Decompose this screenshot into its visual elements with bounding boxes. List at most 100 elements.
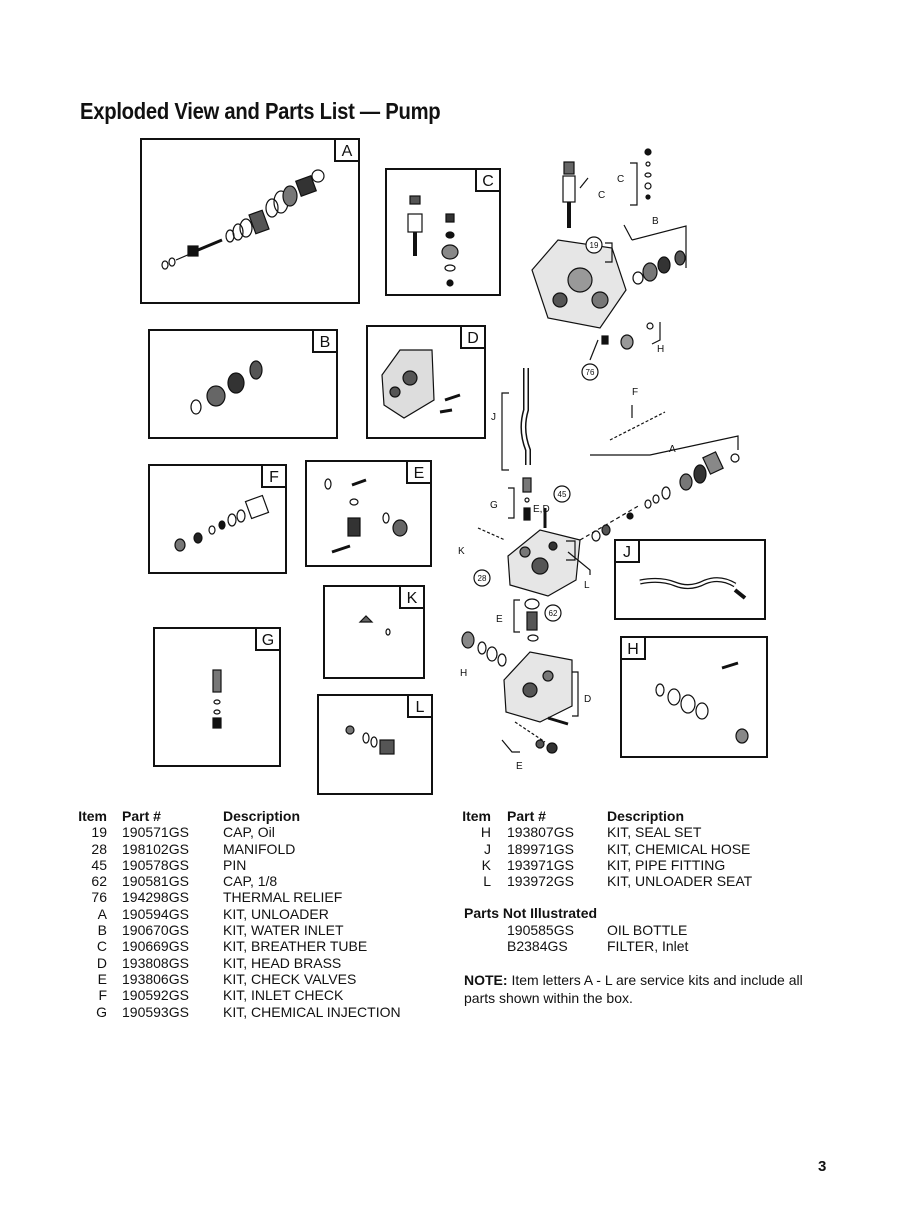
label-e-mid: E — [496, 614, 503, 625]
row-item: 76 — [91, 889, 107, 906]
row-item: C — [96, 938, 107, 955]
kit-box-j-letter: J — [614, 539, 640, 563]
note-text: Item letters A - L are service kits and … — [464, 972, 803, 1006]
callout-62: 62 — [549, 609, 558, 618]
row-part-number: 190585GS — [507, 922, 574, 938]
kit-box-e: E — [305, 460, 432, 567]
kit-c-parts — [407, 195, 459, 287]
row-item: G — [96, 1003, 107, 1020]
note: NOTE: Item letters A - L are service kit… — [464, 971, 834, 1007]
label-e-d: E,D — [533, 504, 550, 515]
kit-box-k: K — [323, 585, 425, 679]
label-h-low: H — [460, 668, 467, 679]
table-row: H 193807GS KIT, SEAL SET — [0, 824, 906, 840]
table-row: 190585GS OIL BOTTLE — [0, 922, 906, 938]
label-c-top: C — [617, 174, 624, 185]
parts-header-right: Item Part # Description — [0, 808, 906, 824]
row-description: KIT, INLET CHECK — [223, 987, 344, 1004]
row-description: KIT, WATER INLET — [223, 922, 344, 939]
row-part-number: 193972GS — [507, 873, 574, 890]
kit-box-b-letter: B — [312, 329, 338, 353]
label-b: B — [652, 216, 659, 227]
header-description: Description — [223, 808, 301, 824]
row-item: L — [483, 873, 491, 890]
note-label: NOTE: — [464, 972, 508, 988]
kit-box-g-letter: G — [255, 627, 281, 651]
row-description: MANIFOLD — [223, 840, 296, 857]
kit-l-parts — [345, 725, 395, 755]
kit-g-parts — [212, 669, 222, 729]
row-part-number: 193808GS — [122, 954, 189, 971]
kit-a-parts — [161, 169, 325, 270]
row-part-number: 189971GS — [507, 840, 574, 857]
row-part-number: 198102GS — [122, 840, 189, 857]
kit-box-h-letter: H — [620, 636, 646, 660]
kit-box-e-letter: E — [406, 460, 432, 484]
callout-45-circle — [553, 485, 571, 503]
row-description: KIT, BREATHER TUBE — [223, 938, 368, 955]
header-item: Item — [462, 808, 491, 824]
page-number: 3 — [818, 1158, 827, 1175]
row-description: FILTER, Inlet — [607, 938, 689, 955]
row-description: CAP, Oil — [223, 824, 275, 841]
label-k: K — [458, 546, 465, 557]
row-part-number: 193971GS — [507, 856, 574, 873]
row-description: THERMAL RELIEF — [223, 889, 343, 906]
callout-76-circle — [581, 363, 599, 381]
kit-box-f-letter: F — [261, 464, 287, 488]
callout-19-circle — [585, 236, 603, 254]
row-part-number: 190593GS — [122, 1003, 189, 1020]
kit-box-f: F — [148, 464, 287, 574]
label-e-low: E — [516, 761, 523, 772]
row-description: PIN — [223, 856, 247, 873]
label-d: D — [584, 694, 591, 705]
row-description: KIT, CHEMICAL HOSE — [607, 840, 751, 857]
row-item: H — [480, 824, 491, 841]
label-l: L — [584, 580, 590, 591]
row-part-number: 190669GS — [122, 938, 189, 955]
parts-not-illustrated-title: Parts Not Illustrated — [464, 905, 598, 921]
kit-box-c: C — [385, 168, 501, 296]
row-part-number: 193807GS — [507, 824, 574, 841]
parts-table-right: Item Part # Description H 193807GS KIT, SE… — [0, 808, 906, 889]
row-description: KIT, HEAD BRASS — [223, 954, 342, 971]
kit-box-g: G — [153, 627, 281, 767]
pump-main-assembly — [461, 148, 740, 754]
kit-box-d-letter: D — [460, 325, 486, 349]
row-item: 19 — [91, 824, 107, 841]
callout-76: 76 — [586, 368, 595, 377]
kit-h-parts — [655, 661, 749, 744]
row-item: 62 — [91, 873, 107, 890]
kit-box-l: L — [317, 694, 433, 795]
row-item: F — [98, 987, 107, 1004]
row-description: OIL BOTTLE — [607, 922, 688, 938]
row-description: KIT, PIPE FITTING — [607, 856, 726, 873]
row-description: KIT, SEAL SET — [607, 824, 702, 841]
row-description: KIT, UNLOADER — [223, 905, 329, 922]
kit-box-j: J — [614, 539, 766, 620]
callout-28-circle — [473, 569, 491, 587]
kit-j-parts — [639, 577, 747, 600]
callout-28: 28 — [478, 574, 487, 583]
header-part: Part # — [507, 808, 546, 824]
kit-box-l-letter: L — [407, 694, 433, 718]
header-description: Description — [607, 808, 685, 824]
callout-45: 45 — [558, 490, 567, 499]
row-part-number: 190670GS — [122, 922, 189, 939]
row-part-number: 190571GS — [122, 824, 189, 841]
